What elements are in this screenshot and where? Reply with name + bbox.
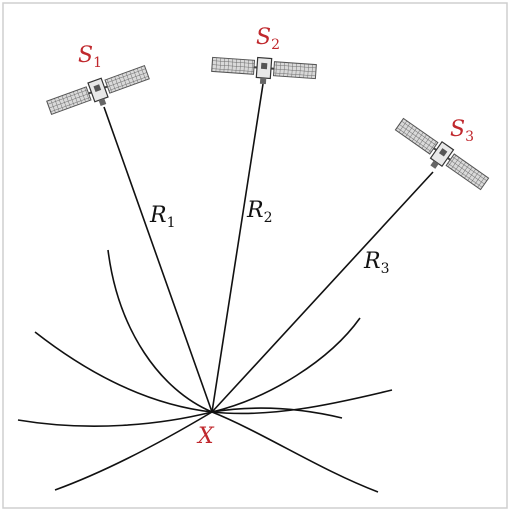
arc-4	[54, 407, 343, 491]
satellite-icon	[394, 117, 490, 191]
range-lines	[103, 83, 434, 413]
range-line-1	[103, 106, 213, 413]
range-1-label: R1	[149, 203, 176, 231]
satellite-1-label: S1	[78, 43, 102, 71]
receiver-label: X	[196, 424, 215, 449]
range-3-label: R3	[363, 249, 390, 277]
range-line-3	[211, 171, 434, 413]
range-line-2	[211, 83, 264, 413]
satellite-2-label: S2	[256, 25, 280, 53]
range-2-label: R2	[246, 198, 273, 226]
satellite-icon	[211, 56, 317, 85]
satellite-icon	[46, 64, 150, 116]
satellite-3-label: S3	[450, 117, 474, 145]
